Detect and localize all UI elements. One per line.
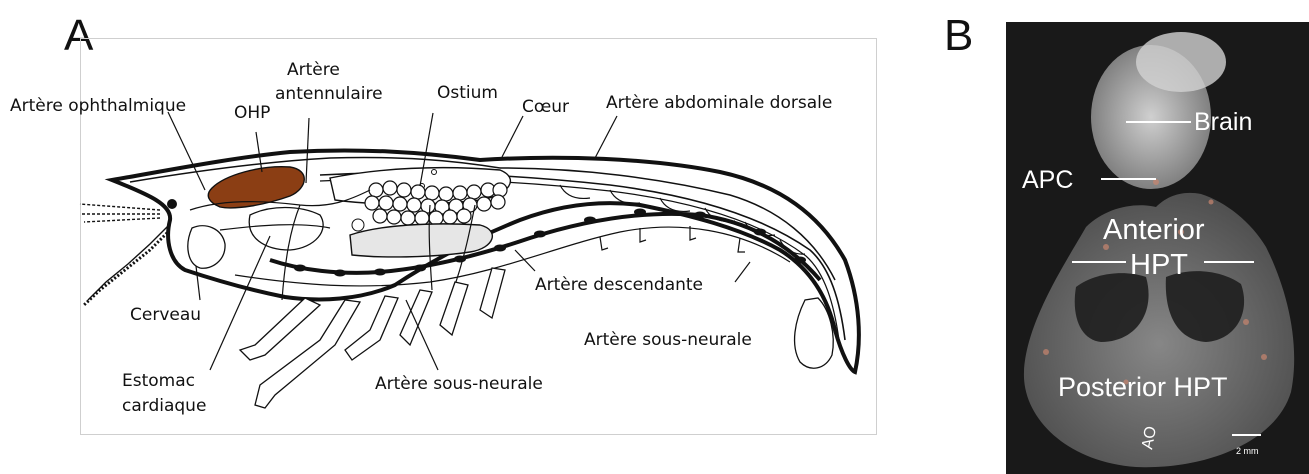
- label-artere-sous-neurale-right: Artère sous-neurale: [584, 330, 752, 350]
- label-artere-ophthalmique: Artère ophthalmique: [10, 96, 186, 116]
- label-artere-sous-neurale-bottom: Artère sous-neurale: [375, 374, 543, 394]
- label-anterior: Anterior: [1103, 214, 1205, 246]
- label-artere-descendante: Artère descendante: [535, 275, 703, 295]
- scale-bar-label: 2 mm: [1236, 446, 1259, 456]
- label-brain: Brain: [1194, 108, 1252, 136]
- label-artere-abdominale-dorsale: Artère abdominale dorsale: [606, 93, 832, 113]
- eye: [167, 199, 177, 209]
- label-ostium: Ostium: [437, 83, 498, 103]
- label-artere-antennulaire-line2: antennulaire: [275, 84, 383, 104]
- label-artere-antennulaire-line1: Artère: [287, 60, 340, 80]
- label-posterior-hpt: Posterior HPT: [1058, 372, 1228, 402]
- label-anterior-hpt: HPT: [1130, 249, 1188, 281]
- label-estomac-line2: cardiaque: [122, 396, 206, 416]
- label-ohp: OHP: [234, 103, 270, 123]
- antennae: [80, 204, 170, 305]
- label-cerveau: Cerveau: [130, 305, 201, 325]
- shrimp-anatomy-diagram: Artère ophthalmique OHP Artère antennula…: [0, 0, 1000, 474]
- sub-neural-branches: [600, 226, 745, 252]
- panel-b-photo: Brain APC Anterior HPT Posterior HPT AO …: [1006, 22, 1309, 474]
- label-coeur: Cœur: [522, 97, 569, 117]
- label-apc: APC: [1022, 166, 1073, 194]
- label-estomac-line1: Estomac: [122, 371, 195, 391]
